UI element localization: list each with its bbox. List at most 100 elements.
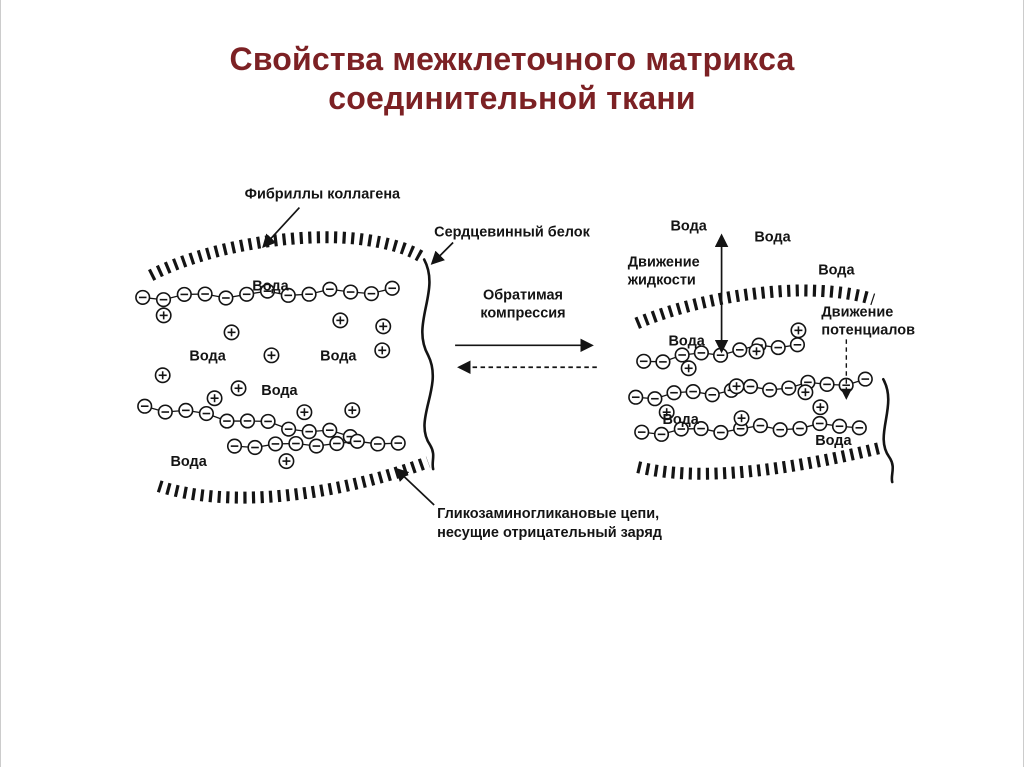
chains-and-ions-layer — [135, 280, 873, 470]
positive-ion-icon — [733, 410, 750, 427]
label-compression-line1: Обратимая — [483, 287, 563, 303]
negative-ion-icon — [288, 435, 304, 452]
label-water: Вода — [320, 348, 357, 364]
positive-ion-icon — [223, 324, 240, 341]
negative-ion-icon — [218, 290, 234, 306]
positive-ion-icon — [375, 318, 392, 335]
core-protein-line-right — [881, 377, 895, 484]
negative-ion-icon — [742, 378, 759, 395]
negative-ion-icon — [308, 438, 324, 454]
negative-ion-icon — [781, 380, 797, 396]
negative-ion-icon — [647, 391, 663, 407]
negative-ion-icon — [772, 422, 788, 438]
label-potential-movement-line1: Движение — [821, 304, 893, 320]
negative-ion-icon — [390, 435, 406, 451]
negative-ion-icon — [176, 286, 192, 303]
negative-ion-icon — [301, 286, 317, 302]
negative-ion-icon — [226, 438, 243, 454]
negative-ion-icon — [178, 402, 194, 418]
negative-ion-icon — [713, 424, 729, 441]
positive-ion-icon — [728, 378, 745, 395]
negative-ion-icon — [685, 383, 701, 400]
negative-ion-icon — [634, 424, 650, 440]
label-water: Вода — [670, 219, 707, 235]
negative-ion-icon — [792, 420, 808, 437]
positive-ion-icon — [344, 402, 361, 419]
negative-ion-icon — [157, 404, 173, 420]
label-water: Вода — [189, 348, 226, 364]
positive-ion-icon — [278, 453, 295, 470]
positive-ion-icon — [230, 380, 247, 397]
label-gag-chains-line1: Гликозаминогликановые цепи, — [437, 506, 659, 522]
negative-ion-icon — [674, 347, 690, 363]
negative-ion-icon — [329, 435, 345, 452]
positive-ion-icon — [263, 347, 280, 364]
collagen-band-left-bottom — [156, 456, 431, 504]
positive-ion-icon — [374, 342, 391, 359]
negative-ion-icon — [197, 286, 213, 302]
negative-ion-icon — [322, 422, 338, 438]
label-water: Вода — [662, 412, 699, 428]
label-water: Вода — [668, 333, 705, 349]
negative-ion-icon — [301, 424, 317, 440]
label-gag-chains-line2: несущие отрицательный заряд — [437, 525, 662, 541]
negative-ion-icon — [260, 413, 276, 430]
negative-ion-icon — [219, 413, 235, 429]
positive-ion-icon — [748, 343, 765, 360]
label-water: Вода — [170, 454, 207, 470]
negative-ion-icon — [666, 385, 682, 401]
label-water: Вода — [754, 230, 791, 246]
negative-ion-icon — [370, 436, 386, 452]
negative-ion-icon — [363, 286, 380, 302]
negative-ion-icon — [851, 420, 867, 436]
negative-ion-icon — [322, 281, 338, 297]
negative-ion-icon — [812, 415, 828, 432]
positive-ion-icon — [332, 312, 349, 329]
core-protein-line-left — [421, 258, 435, 471]
negative-ion-icon — [281, 421, 297, 437]
negative-ion-icon — [762, 382, 778, 398]
negative-ion-icon — [770, 339, 786, 356]
core-protein-label-arrow — [430, 241, 454, 265]
positive-ion-icon — [680, 360, 697, 377]
negative-ion-icon — [819, 376, 835, 392]
label-water: Вода — [252, 278, 289, 294]
positive-ion-icon — [206, 390, 223, 407]
negative-ion-icon — [732, 342, 748, 358]
slide-title-line1: Свойства межклеточного матрикса — [229, 41, 795, 77]
collagen-band-right-top — [634, 284, 876, 329]
positive-ion-icon — [155, 307, 172, 324]
collagen-band-left-top — [147, 231, 428, 281]
label-collagen-fibrils: Фибриллы коллагена — [245, 187, 401, 203]
negative-ion-icon — [198, 405, 214, 422]
negative-ion-icon — [752, 418, 768, 434]
positive-ion-icon — [296, 404, 313, 421]
positive-ion-icon — [812, 399, 829, 416]
label-core-protein: Сердцевинный белок — [434, 225, 590, 241]
label-fluid-movement-line2: жидкости — [627, 272, 696, 288]
collagen-band-right-bottom — [636, 442, 881, 480]
negative-ion-icon — [135, 289, 151, 306]
negative-ion-icon — [636, 353, 652, 369]
negative-ion-icon — [789, 337, 806, 353]
negative-ion-icon — [247, 439, 263, 456]
negative-ion-icon — [704, 387, 720, 403]
negative-ion-icon — [628, 389, 644, 405]
positive-ion-icon — [797, 384, 814, 401]
negative-ion-icon — [712, 347, 729, 363]
negative-ion-icon — [343, 284, 359, 300]
negative-ion-icon — [653, 426, 670, 442]
label-water: Вода — [815, 433, 852, 449]
negative-ion-icon — [155, 292, 172, 308]
label-compression-line2: компрессия — [480, 305, 565, 321]
negative-ion-icon — [384, 280, 400, 296]
positive-ion-icon — [154, 367, 171, 384]
label-fluid-movement-line1: Движение — [628, 254, 700, 270]
negative-ion-icon — [239, 413, 256, 429]
negative-ion-icon — [267, 436, 284, 452]
negative-ion-icon — [831, 418, 848, 434]
gag-label-arrow — [394, 467, 435, 506]
